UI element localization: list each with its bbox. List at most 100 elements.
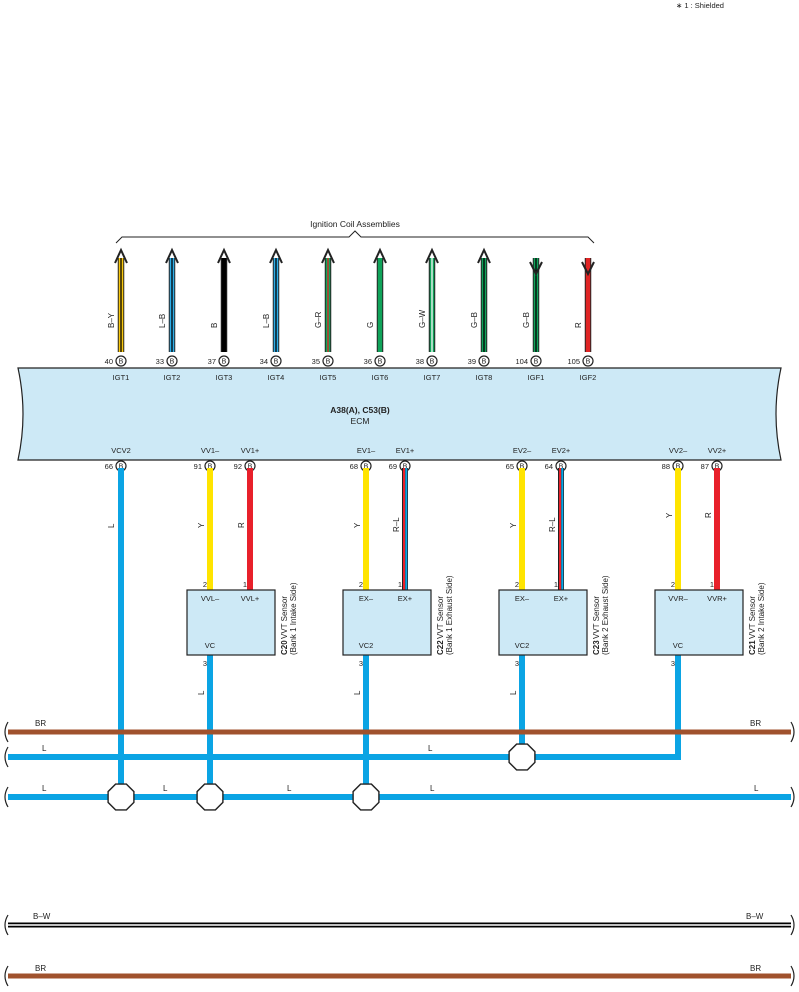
svg-text:C22: C22	[436, 640, 445, 655]
svg-text:1: 1	[710, 580, 714, 589]
wire-label-vcv2: L	[107, 523, 116, 528]
top-wire-igf1: G–B	[522, 258, 543, 352]
bus-l1-mid-label: L	[428, 744, 433, 753]
ecm-block: A38(A), C53(B) ECM	[17, 367, 782, 461]
wire-label-c23-plus: R–L	[548, 517, 557, 532]
ignition-coil-brace	[115, 230, 595, 244]
bus-br-bottom-left-label: BR	[35, 964, 46, 973]
top-wire-label-igf1: G–B	[522, 312, 531, 328]
top-wire-label-igt2: L–B	[158, 314, 167, 328]
svg-text:VC2: VC2	[359, 641, 374, 650]
svg-text:(Bank 1 Exhaust Side): (Bank 1 Exhaust Side)	[445, 575, 454, 655]
svg-text:37: 37	[208, 357, 216, 366]
svg-text:B: B	[534, 359, 539, 366]
svg-text:B: B	[364, 464, 369, 471]
ecm-name: ECM	[351, 416, 370, 426]
svg-text:B: B	[222, 359, 227, 366]
svg-text:EX+: EX+	[554, 594, 569, 603]
svg-text:B: B	[520, 464, 525, 471]
svg-text:IGT2: IGT2	[164, 373, 181, 382]
wire-label-c21-plus: R	[704, 512, 713, 518]
svg-text:B: B	[378, 359, 383, 366]
svg-text:EV1–: EV1–	[357, 446, 376, 455]
svg-text:91: 91	[194, 462, 202, 471]
top-wire-label-igf2: R	[574, 322, 583, 328]
svg-text:B: B	[119, 359, 124, 366]
svg-text:EV1+: EV1+	[396, 446, 415, 455]
svg-text:C20: C20	[280, 640, 289, 655]
bus-l1-left-label: L	[42, 744, 47, 753]
top-wire-label-igt4: L–B	[262, 314, 271, 328]
svg-text:B: B	[586, 359, 591, 366]
svg-text:2: 2	[203, 580, 207, 589]
bus-l-2: L L L L L	[4, 784, 795, 808]
svg-text:36: 36	[364, 357, 372, 366]
svg-text:64: 64	[545, 462, 553, 471]
svg-text:1: 1	[398, 580, 402, 589]
svg-text:B: B	[170, 359, 175, 366]
svg-text:EV2+: EV2+	[552, 446, 571, 455]
bus-br-bottom-right-label: BR	[750, 964, 761, 973]
svg-text:VV2+: VV2+	[708, 446, 727, 455]
svg-text:2: 2	[515, 580, 519, 589]
svg-text:IGT5: IGT5	[320, 373, 337, 382]
bus-bw-left-label: B–W	[33, 912, 51, 921]
bus-br-top: BR BR	[4, 719, 795, 743]
svg-text:1: 1	[554, 580, 558, 589]
top-wire-igt7: G–W	[418, 247, 439, 352]
wire-label-c20-vc: L	[197, 690, 206, 695]
svg-text:B: B	[676, 464, 681, 471]
wire-label-c23-minus: Y	[509, 522, 518, 528]
svg-text:B: B	[482, 359, 487, 366]
wire-ev1-plus	[402, 468, 408, 590]
svg-text:65: 65	[506, 462, 514, 471]
svg-text:VVT Sensor: VVT Sensor	[436, 596, 445, 639]
wire-label-c22-vc: L	[353, 690, 362, 695]
bus-br-top-left-label: BR	[35, 719, 46, 728]
vc-wires	[207, 655, 681, 797]
svg-text:B: B	[326, 359, 331, 366]
svg-text:40: 40	[105, 357, 113, 366]
top-wire-label-igt3: B	[210, 323, 219, 328]
top-wire-label-igt7: G–W	[418, 309, 427, 328]
top-wire-igt8: G–B	[470, 247, 491, 352]
wire-label-c22-plus: R–L	[392, 517, 401, 532]
svg-text:VCV2: VCV2	[111, 446, 131, 455]
bus-bw-right-label: B–W	[746, 912, 764, 921]
bus-br-top-right-label: BR	[750, 719, 761, 728]
svg-text:92: 92	[234, 462, 242, 471]
wire-label-c22-minus: Y	[353, 522, 362, 528]
svg-text:88: 88	[662, 462, 670, 471]
wire-label-c21-minus: Y	[665, 512, 674, 518]
top-wire-igt1: B–Y	[107, 247, 128, 352]
svg-text:B: B	[119, 464, 124, 471]
splice-point-2	[196, 783, 224, 811]
svg-text:B: B	[403, 464, 408, 471]
svg-text:1: 1	[243, 580, 247, 589]
svg-text:105: 105	[567, 357, 580, 366]
svg-text:IGT3: IGT3	[216, 373, 233, 382]
wire-label-c20-minus: Y	[197, 522, 206, 528]
svg-text:(Bank 2 Exhaust Side): (Bank 2 Exhaust Side)	[601, 575, 610, 655]
svg-text:VVT Sensor: VVT Sensor	[748, 596, 757, 639]
svg-text:EX–: EX–	[359, 594, 374, 603]
svg-text:69: 69	[389, 462, 397, 471]
ignition-coil-title: Ignition Coil Assemblies	[310, 219, 400, 229]
svg-text:87: 87	[701, 462, 709, 471]
svg-text:2: 2	[359, 580, 363, 589]
svg-text:IGT4: IGT4	[268, 373, 285, 382]
svg-text:IGT8: IGT8	[476, 373, 493, 382]
svg-text:VV1–: VV1–	[201, 446, 220, 455]
svg-text:38: 38	[416, 357, 424, 366]
bus-l2-label-a: L	[163, 784, 168, 793]
splice-point-1	[107, 783, 135, 811]
